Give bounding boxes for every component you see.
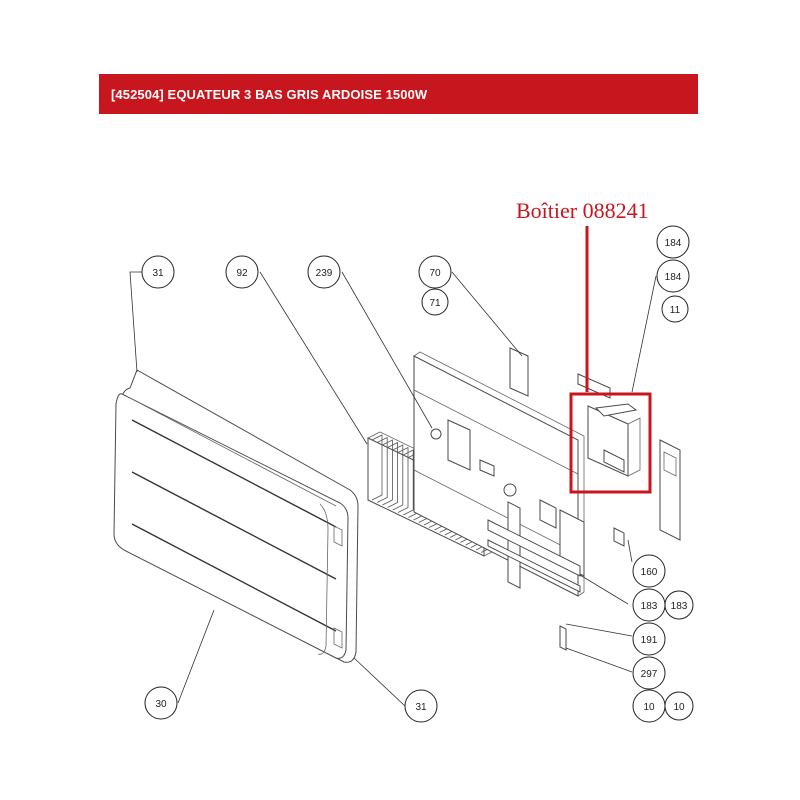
svg-text:70: 70 bbox=[429, 268, 441, 279]
callout-11: 11 bbox=[661, 295, 689, 323]
svg-text:10: 10 bbox=[673, 702, 685, 713]
heating-fin bbox=[371, 434, 383, 501]
svg-text:10: 10 bbox=[643, 702, 655, 713]
heating-fin bbox=[403, 449, 414, 516]
svg-text:31: 31 bbox=[152, 268, 164, 279]
callout-92: 92 bbox=[225, 255, 259, 289]
heating-fin bbox=[377, 436, 388, 503]
svg-text:184: 184 bbox=[665, 272, 682, 283]
svg-text:92: 92 bbox=[236, 268, 248, 279]
svg-text:31: 31 bbox=[415, 702, 427, 713]
svg-text:191: 191 bbox=[641, 635, 658, 646]
callout-183-a: 183 bbox=[632, 588, 666, 622]
wall-bracket bbox=[659, 439, 681, 541]
back-frame bbox=[413, 347, 585, 597]
svg-text:11: 11 bbox=[670, 305, 681, 316]
callout-160: 160 bbox=[632, 554, 666, 588]
svg-text:297: 297 bbox=[641, 669, 658, 680]
svg-text:239: 239 bbox=[316, 268, 333, 279]
leader-lines bbox=[129, 271, 665, 713]
page-title: [452504] EQUATEUR 3 BAS GRIS ARDOISE 150… bbox=[111, 87, 428, 102]
heating-fin bbox=[392, 444, 404, 511]
svg-text:183: 183 bbox=[671, 601, 688, 612]
svg-text:183: 183 bbox=[641, 601, 658, 612]
heating-fin bbox=[387, 441, 398, 508]
svg-text:71: 71 bbox=[429, 298, 441, 309]
header-bar: [452504] EQUATEUR 3 BAS GRIS ARDOISE 150… bbox=[99, 74, 698, 114]
callout-31-top: 31 bbox=[141, 255, 175, 289]
callout-297: 297 bbox=[632, 656, 666, 690]
callout-239: 239 bbox=[307, 255, 341, 289]
front-panel bbox=[113, 369, 359, 663]
svg-text:160: 160 bbox=[641, 567, 658, 578]
callout-71: 71 bbox=[421, 288, 449, 316]
annotation-label: Boîtier 088241 bbox=[516, 198, 649, 223]
callout-31-bottom: 31 bbox=[404, 689, 438, 723]
heating-fin bbox=[382, 439, 393, 506]
callout-184-a: 184 bbox=[656, 225, 690, 259]
highlight-box bbox=[569, 392, 652, 494]
part-297 bbox=[559, 625, 567, 651]
callout-183-b: 183 bbox=[664, 590, 694, 620]
callout-10-a: 10 bbox=[632, 689, 666, 723]
heating-fin bbox=[397, 446, 409, 513]
callout-30: 30 bbox=[144, 686, 178, 720]
callout-70: 70 bbox=[418, 255, 452, 289]
part-160 bbox=[613, 527, 625, 547]
svg-text:30: 30 bbox=[155, 699, 167, 710]
callout-184-b: 184 bbox=[656, 259, 690, 293]
callout-10-b: 10 bbox=[664, 691, 694, 721]
svg-text:184: 184 bbox=[665, 238, 682, 249]
callout-191: 191 bbox=[632, 622, 666, 656]
